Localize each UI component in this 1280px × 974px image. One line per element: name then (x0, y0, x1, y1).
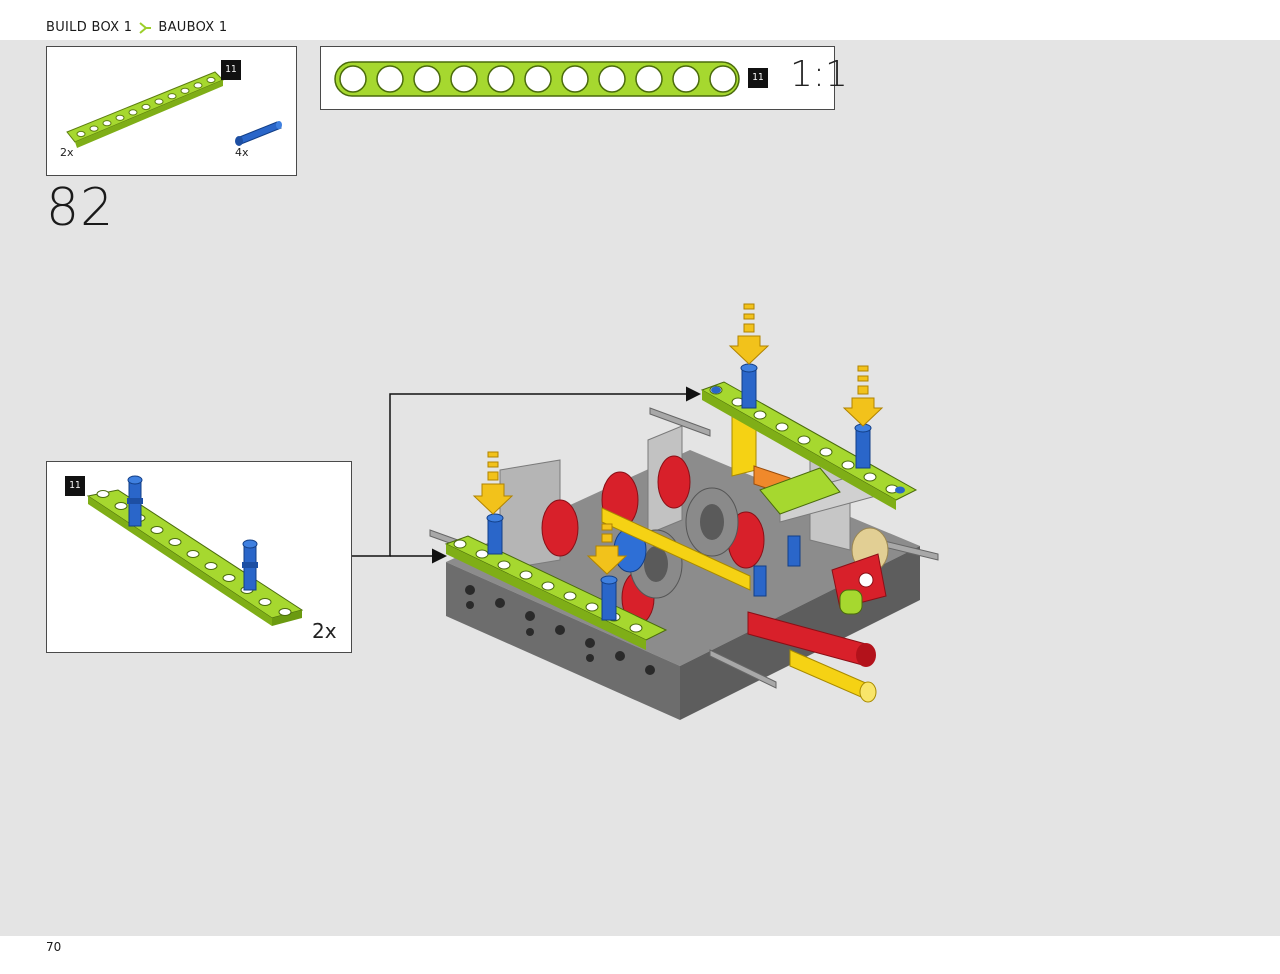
pin-quantity: 4x (235, 146, 249, 159)
callout-length-badge: 11 (65, 476, 85, 496)
insert-arrow-icon (842, 365, 884, 427)
step-number: 82 (46, 178, 115, 238)
beam-length-badge: 11 (221, 60, 241, 80)
crumb-baubox: BAUBOX 1 (158, 20, 228, 35)
lime-connector-beam (759, 467, 841, 515)
parts-illustration (66, 71, 282, 148)
blue-pin-insert (753, 535, 801, 597)
page-footer (0, 936, 1280, 974)
scale-ratio: 1:1 (790, 54, 848, 95)
scale-hole (376, 65, 404, 93)
blue-pin-insert (740, 363, 758, 409)
breadcrumb: BUILD BOX 1 BAUBOX 1 (46, 20, 228, 35)
insert-arrow-icon (472, 451, 514, 515)
scale-length-badge: 11 (748, 68, 768, 88)
gearbox-model-illustration (429, 303, 939, 720)
scale-hole (450, 65, 478, 93)
scale-beam-illustration (334, 61, 740, 97)
callout-blue-pin-icon (242, 539, 258, 591)
scale-hole (672, 65, 700, 93)
scale-hole (561, 65, 589, 93)
page-header (0, 0, 1280, 40)
scale-hole (598, 65, 626, 93)
blue-pin-insert (600, 575, 618, 621)
insert-arrow-icon (728, 303, 770, 365)
blue-pin-insert (486, 513, 504, 555)
scale-hole (339, 65, 367, 93)
crumb-build-box: BUILD BOX 1 (46, 20, 133, 35)
insert-arrow-icon (586, 523, 628, 575)
beam-quantity: 2x (60, 146, 74, 159)
callout-quantity: 2x (312, 619, 337, 643)
parts-list-box (46, 46, 297, 176)
scale-hole (413, 65, 441, 93)
blue-pin-insert (854, 423, 872, 469)
page-number: 70 (46, 940, 62, 954)
lime-beam-back (700, 381, 918, 510)
callout-subassembly-illustration (86, 475, 304, 626)
callout-blue-pin-icon (127, 475, 143, 527)
scale-hole (524, 65, 552, 93)
yellow-shafts (601, 403, 877, 703)
lime-bushing (839, 589, 863, 615)
scale-hole (635, 65, 663, 93)
chevron-separator-icon (139, 21, 152, 34)
beam-11-part-icon (66, 71, 224, 148)
blue-pin-part-icon (235, 121, 282, 146)
scale-hole (709, 65, 737, 93)
scale-hole (487, 65, 515, 93)
